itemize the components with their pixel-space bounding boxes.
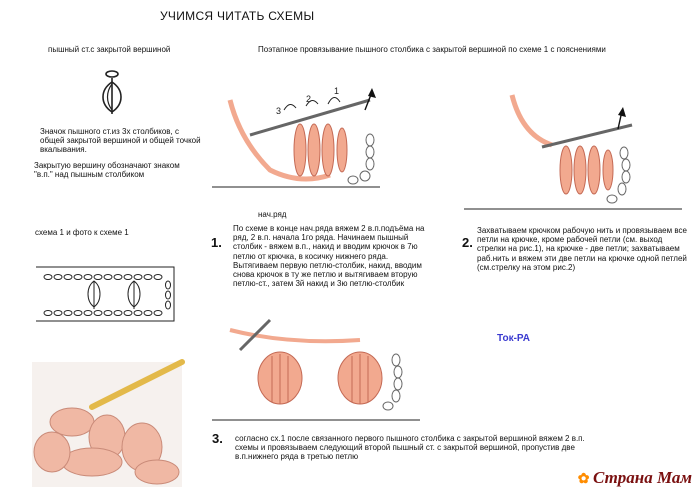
step-number-3: 3.	[212, 431, 223, 446]
step-2-illustration	[464, 94, 682, 210]
step-text-3: согласно сх.1 после связанного первого п…	[235, 434, 585, 462]
symbol-caption: Значок пышного ст.из 3х столбиков, с общ…	[40, 127, 201, 155]
step-3-illustration	[212, 318, 420, 421]
step-number-2: 2.	[462, 235, 473, 250]
watermark: Страна Мам	[578, 468, 692, 488]
closed-top-note: Закрытую вершину обозначают знаком "в.п.…	[34, 161, 180, 180]
brand-label: Ток-РА	[497, 333, 530, 344]
step-number-1: 1.	[211, 235, 222, 250]
scheme-1-photo	[32, 359, 185, 487]
figure-number-1: 1	[334, 86, 339, 96]
step-text-1: По схеме в конце нач.ряда вяжем 2 в.п.по…	[233, 224, 425, 289]
page-title: УЧИМСЯ ЧИТАТЬ СХЕМЫ	[160, 9, 315, 23]
scheme-1-diagram	[36, 266, 175, 322]
step-text-2: Захватываем крючком рабочую нить и провя…	[477, 226, 687, 272]
row-label: нач.ряд	[258, 210, 287, 219]
symbol-header: пышный ст.с закрытой вершиной	[48, 45, 171, 54]
figure-number-3: 3	[276, 106, 281, 116]
step-1-illustration: 3 2 1	[212, 86, 380, 188]
steps-header: Поэтапное провязывание пышного столбика …	[258, 45, 606, 54]
puff-stitch-symbol	[102, 70, 122, 114]
scheme-label: схема 1 и фото к схеме 1	[35, 228, 129, 237]
figure-number-2: 2	[306, 94, 311, 104]
